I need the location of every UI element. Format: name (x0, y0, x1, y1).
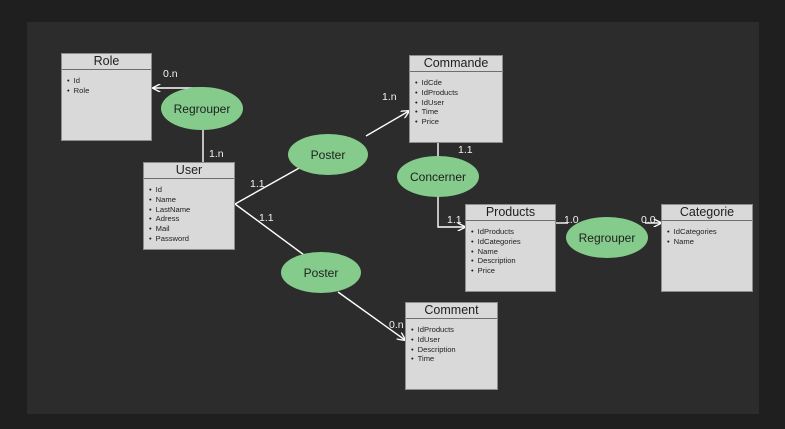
cardinality-label: 0.0 (641, 214, 656, 226)
field: Price (471, 266, 555, 276)
relation-poster-comment[interactable]: Poster (281, 252, 361, 293)
edge-poster-comment (337, 291, 405, 340)
cardinality-label: 1.n (382, 91, 397, 103)
cardinality-label: 1.1 (259, 212, 274, 224)
diagram-canvas: Role Id Role Commande IdCde IdProducts I… (27, 22, 759, 414)
field: Description (411, 345, 497, 355)
field: IdUser (415, 98, 502, 108)
field: Id (149, 185, 234, 195)
edge-user-poster-commande (234, 166, 302, 205)
field: Mail (149, 224, 234, 234)
edge-concerner-products (437, 194, 465, 227)
field: IdProducts (411, 325, 497, 335)
entity-title: Products (466, 205, 555, 221)
field-list: Id Name LastName Adress Mail Password (144, 179, 234, 244)
field: Name (667, 237, 752, 247)
entity-categorie[interactable]: Categorie IdCategories Name (661, 204, 753, 292)
cardinality-label: 0.n (389, 319, 404, 331)
edge-poster-commande (365, 111, 409, 137)
entity-comment[interactable]: Comment IdProducts IdUser Description Ti… (405, 302, 498, 390)
edge-user-poster-comment (234, 203, 305, 256)
entity-role[interactable]: Role Id Role (61, 53, 152, 141)
relation-poster-commande[interactable]: Poster (288, 134, 368, 175)
cardinality-label: 1.0 (564, 214, 579, 226)
entity-title: User (144, 163, 234, 179)
field: Adress (149, 214, 234, 224)
entity-title: Commande (410, 56, 502, 72)
field-list: IdProducts IdCategories Name Description… (466, 221, 555, 276)
field: IdProducts (415, 88, 502, 98)
relation-regrouper-role[interactable]: Regrouper (161, 87, 243, 130)
entity-title: Comment (406, 303, 497, 319)
entity-products[interactable]: Products IdProducts IdCategories Name De… (465, 204, 556, 292)
cardinality-label: 1.1 (447, 214, 462, 226)
field: Description (471, 256, 555, 266)
field: IdCategories (667, 227, 752, 237)
field: Time (415, 107, 502, 117)
field: Time (411, 354, 497, 364)
field: Name (471, 247, 555, 257)
field: IdCde (415, 78, 502, 88)
field: Password (149, 234, 234, 244)
field-list: Id Role (62, 70, 151, 96)
field: Role (67, 86, 151, 96)
cardinality-label: 0.n (163, 68, 178, 80)
entity-commande[interactable]: Commande IdCde IdProducts IdUser Time Pr… (409, 55, 503, 143)
field: LastName (149, 205, 234, 215)
entity-title: Role (62, 54, 151, 70)
field-list: IdCategories Name (662, 221, 752, 247)
relation-regrouper-categorie[interactable]: Regrouper (566, 217, 648, 258)
field-list: IdProducts IdUser Description Time (406, 319, 497, 364)
field: Id (67, 76, 151, 86)
field: IdUser (411, 335, 497, 345)
relation-concerner[interactable]: Concerner (397, 156, 479, 197)
cardinality-label: 1.n (209, 148, 224, 160)
entity-user[interactable]: User Id Name LastName Adress Mail Passwo… (143, 162, 235, 250)
field-list: IdCde IdProducts IdUser Time Price (410, 72, 502, 127)
field: IdCategories (471, 237, 555, 247)
field: Price (415, 117, 502, 127)
field: Name (149, 195, 234, 205)
cardinality-label: 1.1 (458, 144, 473, 156)
cardinality-label: 1.1 (250, 178, 265, 190)
entity-title: Categorie (662, 205, 752, 221)
field: IdProducts (471, 227, 555, 237)
